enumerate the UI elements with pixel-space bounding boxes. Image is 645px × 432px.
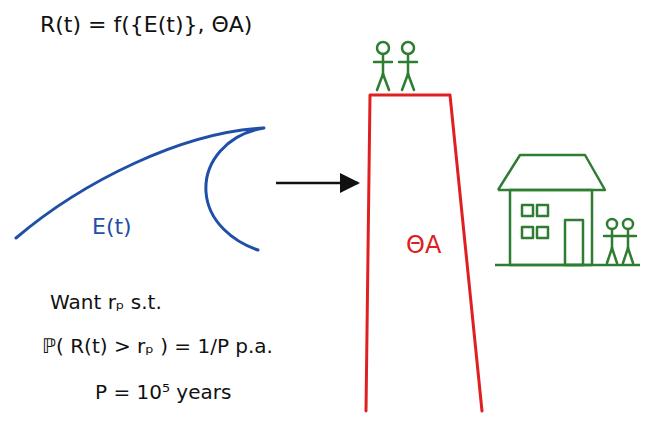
wave-shape: E(t) — [12, 122, 274, 258]
node-label: E(t) — [92, 214, 132, 240]
annotation-text: ℙ( R(t) > rₚ ) = 1/P p.a. — [42, 334, 273, 358]
model-formula: R(t) = f({E(t)}, ΘA) — [40, 12, 252, 38]
house — [495, 155, 640, 265]
arrow-connector — [276, 182, 358, 185]
annotation-text: Want rₚ s.t. — [50, 290, 162, 314]
annotation-text: P = 10⁵ years — [95, 380, 231, 404]
stick-figures-by-house — [604, 219, 636, 263]
dam-wall: ΘA — [360, 93, 488, 418]
stick-figures-on-wall — [374, 42, 417, 90]
wave-outline — [12, 122, 274, 258]
node-label: ΘA — [406, 231, 441, 260]
